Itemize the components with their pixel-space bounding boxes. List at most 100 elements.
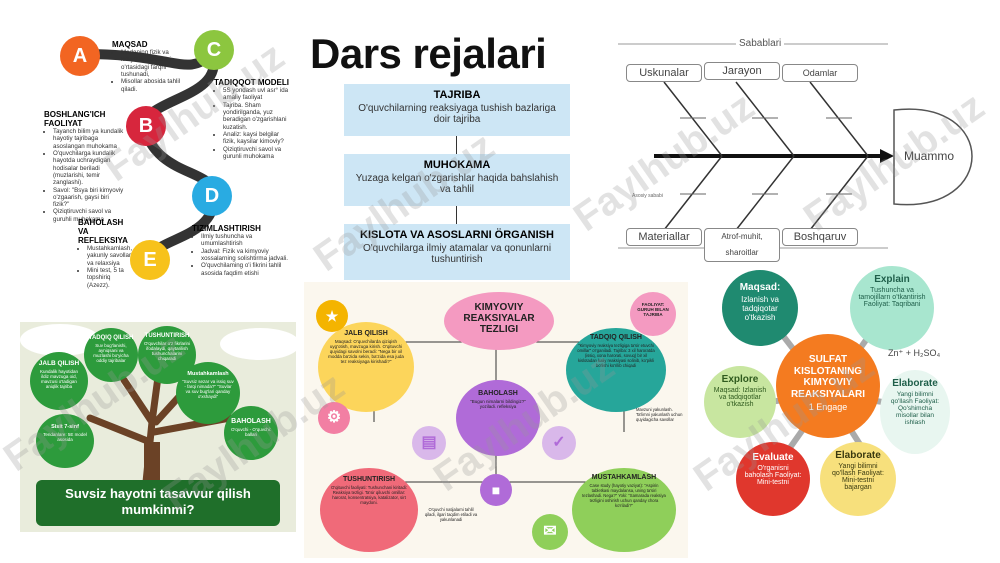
mindmap-tushuntirish: TUSHUNTIRISH O'qituvchi faoliyati: Tushu… <box>320 468 418 552</box>
five-e-node-title: Elaborate <box>835 450 881 461</box>
fishbone-top-label: Sabablari <box>736 38 785 50</box>
page-title: Dars rejalari <box>310 30 547 77</box>
mindmap-node-title: TUSHUNTIRISH <box>342 476 396 483</box>
five-e-center: SULFAT KISLOTANING KIMYOVIY REAKSIYALARI… <box>776 334 880 438</box>
tree-node-text: O'quvchi - O'quvchi: ballari <box>231 427 271 437</box>
section-c-item: Tajriba. Sham yondirilganda, yuz beradig… <box>223 102 290 131</box>
section-b-item: Savol: "Bsya biri kimyoviy o'zgaarish, g… <box>53 187 126 209</box>
tree-node-title: Sisit 7-sinf <box>51 424 79 430</box>
section-d-item: O'quvchilaming o'i fikrini tahlil asosid… <box>201 262 290 277</box>
chat-icon: ✉ <box>532 514 568 550</box>
section-e-item: Mustahkamlash, yakunly savollar va relax… <box>87 245 134 267</box>
section-a-item: Modaning fizik va kimyoviy xossalari o'r… <box>121 49 194 78</box>
mindmap-mustahkamlash: MUSTAHKAMLASH Case study (hayotiy vaziya… <box>572 468 676 552</box>
fishbone-top-box: Uskunalar <box>626 64 702 82</box>
mindmap-panel: KIMYOVIY REAKSIYALAR TEZLIGI FAOLIYAT: G… <box>304 282 688 558</box>
mindmap-note-bottom: O'quvchi natijalarni tahlil qiladi, ilga… <box>424 507 478 522</box>
arrow-down-icon <box>456 206 457 224</box>
mindmap-node-text: "Bugun nimalarni bildingiz?" yoziladi. r… <box>470 399 526 409</box>
tree-node-title: TUSHUNTIRISH <box>144 333 190 339</box>
section-e-heading: BAHOLASH VA REFLEKSIYA <box>78 218 128 245</box>
section-e: BAHOLASH VA REFLEKSIYA Mustahkamlash, ya… <box>78 218 134 289</box>
five-e-node-title: Elaborate <box>892 378 938 389</box>
tree-node-title: Mustahkamlash <box>187 371 229 377</box>
tree-node-text: Suv bug'lanishi, ayniqsani va muzlashi b… <box>93 343 129 363</box>
section-c: TADIQQOT MODELI 5S yondash uvl asr° ida … <box>214 78 290 160</box>
section-d: TIZIMLASHTIRISH Ilmiy tushuncha va umuml… <box>192 224 290 277</box>
section-c-item: Analiz: kaysi belgilar fizik, kaysilar k… <box>223 131 290 146</box>
mindmap-node-title: JALB QILISH <box>344 330 388 337</box>
mindmap-center: KIMYOVIY REAKSIYALAR TEZLIGI <box>444 292 554 350</box>
mindmap-center-title: KIMYOVIY REAKSIYALAR TEZLIGI <box>463 302 535 335</box>
letter-b-icon: B <box>126 106 166 146</box>
five-e-node-text: Yangi bilimni qo'llash Faoliyat: Qo'shim… <box>890 391 940 426</box>
chart-icon: ▤ <box>412 426 446 460</box>
five-e-formula: Zn⁺ + H₂SO₄ <box>888 348 941 358</box>
letter-e-icon: E <box>130 240 170 280</box>
five-e-node-maqsad: Maqsad: Izlanish va tadqiqotar o'tkazish <box>722 270 798 346</box>
five-e-node-text: Tushuncha va tamojillarn o'tkantirish Fa… <box>858 287 926 308</box>
letter-c-icon: C <box>194 30 234 70</box>
five-e-node-explain: Explain Tushuncha va tamojillarn o'tkant… <box>850 266 934 350</box>
fishbone-bottom-box: Atrof-muhit, sharoitlar <box>704 228 780 262</box>
abc-infographic-panel: A C B D E MAQSAD Modaning fizik va kimyo… <box>36 18 292 289</box>
tablet-icon: ■ <box>480 474 512 506</box>
section-d-heading: TIZIMLASHTIRISH <box>192 224 261 233</box>
fishbone-bottom-box: Materiallar <box>626 228 702 246</box>
flow-step-text: Yuzaga kelgan o'zgarishlar haqida bahsla… <box>355 173 559 195</box>
flow-step-text: O'quvchilarga ilmiy atamalar va qonunlar… <box>362 243 552 265</box>
five-e-node-evaluate: Evaluate O'rganisni baholash Faoliyat: M… <box>736 442 810 516</box>
section-b-item: Qiziqtiruvchi savol va guruhli muhokama <box>53 208 126 223</box>
five-e-node-explore: Explore Maqsad: Izlanish va tadqiqotlar … <box>704 366 776 438</box>
mindmap-jalb: JALB QILISH Maqsad: O'quvchilarda qiziqi… <box>318 322 414 412</box>
section-c-item: 5S yondash uvl asr° ida amaliy faoliyat <box>223 87 290 102</box>
fishbone-top-box: Jarayon <box>704 62 780 80</box>
flow-step-2: MUHOKAMA Yuzaga kelgan o'zgarishlar haqi… <box>344 154 570 206</box>
fishbone-note: Asosiy sababi <box>632 193 663 199</box>
mindmap-node-title: TADQIQ QILISH <box>590 334 642 341</box>
flow-step-text: O'quvchilarning reaksiyaga tushish bazla… <box>358 103 556 125</box>
five-e-panel: Maqsad: Izlanish va tadqiqotar o'tkazish… <box>700 266 954 518</box>
five-e-node-title: Explore <box>721 374 759 385</box>
letter-d-icon: D <box>192 176 232 216</box>
fishbone-panel: Sabablari Uskunalar Jarayon Odamlar Mate… <box>618 38 978 262</box>
five-e-node-elaborate-2: Elaborate Yangi bilimni qo'llash Faoliya… <box>820 442 896 516</box>
mindmap-node-title: BAHOLASH <box>478 390 518 397</box>
tree-node-mustahkamlash: Mustahkamlash "Suvsiz sezar va issiq suv… <box>176 362 240 424</box>
tree-node-text: Kundalik hayotidan ildiz mavzuga oid, ma… <box>39 369 79 389</box>
fishbone-bottom-box: Boshqaruv <box>782 228 858 246</box>
five-e-center-title: SULFAT KISLOTANING KIMYOVIY REAKSIYALARI <box>790 354 866 400</box>
mindmap-faoliyat-text: FAOLIYAT: GURUH BILAN TAJRIBA <box>637 302 669 317</box>
tree-node-sinf: Sisit 7-sinf Tendanlare: 5E model asosid… <box>36 414 94 468</box>
section-d-item: Ilmiy tushuncha va umumlashtirish <box>201 233 290 248</box>
checklist-icon: ✓ <box>542 426 576 460</box>
five-e-center-sub: 1 Engage <box>808 402 848 412</box>
section-c-heading: TADIQQOT MODELI <box>214 78 289 87</box>
letter-a-icon: A <box>60 36 100 76</box>
mindmap-baholash: BAHOLASH "Bugun nimalarni bildingiz?" yo… <box>456 380 540 456</box>
section-b-item: O'quvchilarga kundalik hayotda uchraydig… <box>53 150 126 187</box>
five-e-node-title: Evaluate <box>752 452 794 463</box>
gear-icon: ⚙ <box>318 402 350 434</box>
arrow-down-icon <box>456 136 457 154</box>
tree-banner-text: Suvsiz hayotni tasavvur qilish mumkinmi? <box>65 486 251 517</box>
tree-panel: JALB QILISH Kundalik hayotidan ildiz mav… <box>20 322 300 532</box>
flow-step-title: MUHOKAMA <box>423 159 491 171</box>
section-b-heading: BOSHLANG'ICH FAOLIYAT <box>44 110 106 128</box>
five-e-node-title: Maqsad: <box>739 282 781 293</box>
tree-node-text: O'quvchilar o'z fikrlarini ifodalaydi, q… <box>144 341 190 361</box>
tree-node-jalb: JALB QILISH Kundalik hayotidan ildiz mav… <box>30 352 88 410</box>
section-b-item: Tayanch bilim ya kundalik hayotiy tajrib… <box>53 128 126 150</box>
tree-banner: Suvsiz hayotni tasavvur qilish mumkinmi? <box>36 480 280 526</box>
section-a: MAQSAD Modaning fizik va kimyoviy xossal… <box>112 40 194 93</box>
five-e-node-text: Yangi bilimni qo'llash Faoliyat: Mini-te… <box>832 463 884 491</box>
mindmap-note-right: Mavzuni yakunlash. Ta'limni yakunlash uc… <box>636 407 683 422</box>
section-b: BOSHLANG'ICH FAOLIYAT Tayanch bilim ya k… <box>44 110 126 223</box>
tree-node-tadqiq: TADQIQ QILISH Suv bug'lanishi, ayniqsani… <box>84 328 138 382</box>
fishbone-head: Muammo <box>904 149 955 163</box>
section-a-item: Misollar abosida tahlil qiladi. <box>121 78 194 93</box>
tree-node-text: "Suvsiz sezar va issiq suv - farqi nimad… <box>182 379 234 399</box>
tree-node-baholash: BAHOLASH O'quvchi - O'quvchi: ballari <box>224 406 278 460</box>
mindmap-tadqiq: TADQIQ QILISH "Kimyoviy reaksiya tezligi… <box>566 328 666 412</box>
team-icon: ★ <box>316 300 348 332</box>
